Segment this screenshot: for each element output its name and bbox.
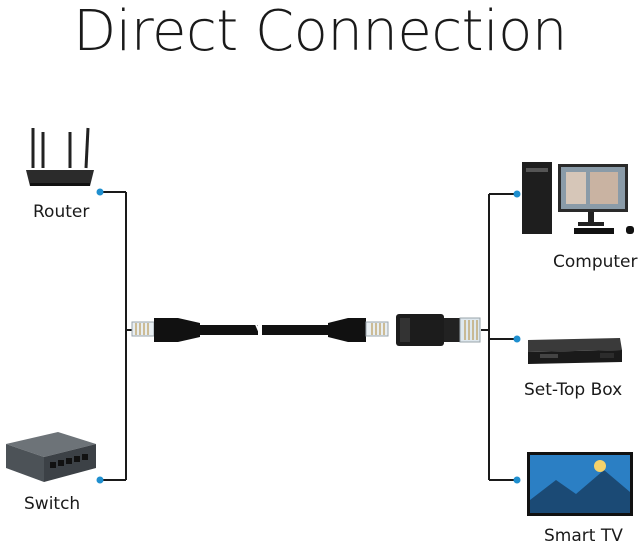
router-port-dot xyxy=(96,188,104,196)
smart-tv-label: Smart TV xyxy=(544,526,623,546)
smart-tv-icon xyxy=(527,452,633,516)
router-label: Router xyxy=(33,202,90,222)
set-top-box-icon xyxy=(528,338,622,364)
set-top-box-label: Set-Top Box xyxy=(524,380,623,400)
computer-icon xyxy=(522,162,634,234)
right-bracket xyxy=(481,193,517,481)
smart-tv-port-dot xyxy=(513,476,521,484)
switch-port-dot xyxy=(96,476,104,484)
switch-label: Switch xyxy=(24,494,81,514)
computer-label: Computer xyxy=(553,252,638,272)
computer-port-dot xyxy=(513,190,521,198)
ethernet-cable xyxy=(131,318,389,342)
page-title: Direct Connection xyxy=(73,0,567,64)
set-top-box-port-dot xyxy=(513,335,521,343)
left-bracket xyxy=(100,191,134,481)
rj45-coupler xyxy=(396,314,481,346)
router-icon xyxy=(26,127,94,186)
switch-icon xyxy=(6,432,96,482)
